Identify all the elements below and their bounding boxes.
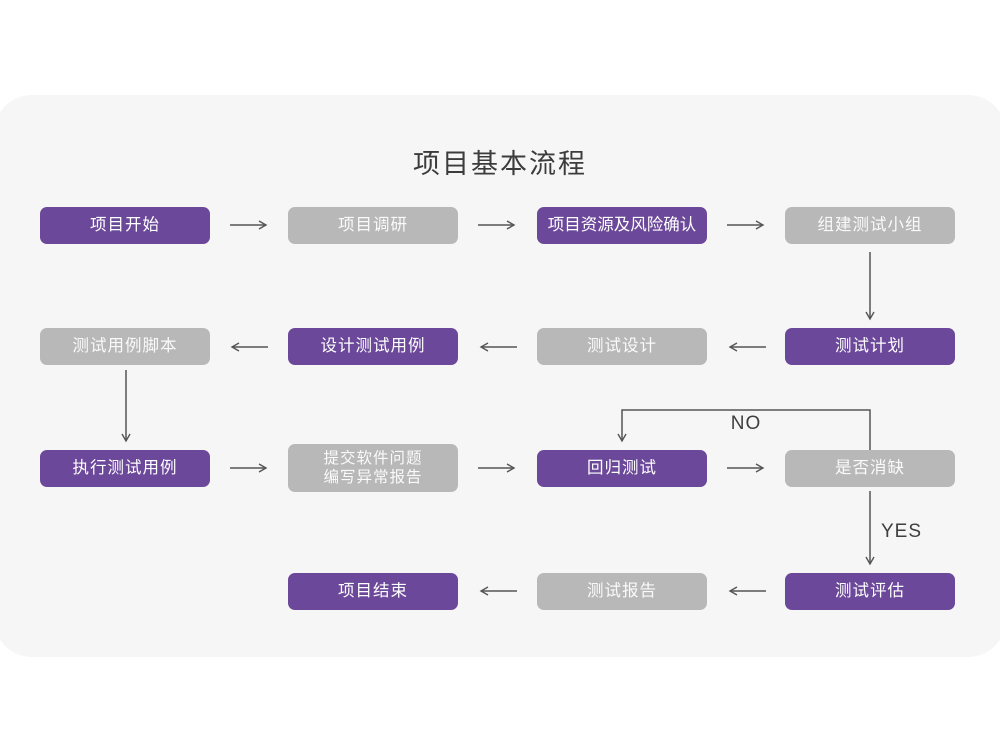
- page-title: 项目基本流程: [413, 149, 587, 179]
- flow-node-project-start: 项目开始: [40, 207, 210, 244]
- flow-node-design-test-cases: 设计测试用例: [288, 328, 458, 365]
- flow-node-project-research: 项目调研: [288, 207, 458, 244]
- flow-node-resource-risk-confirm: 项目资源及风险确认: [537, 207, 707, 244]
- flow-node-test-case-script: 测试用例脚本: [40, 328, 210, 365]
- flow-node-build-test-team: 组建测试小组: [785, 207, 955, 244]
- flow-node-execute-test-cases: 执行测试用例: [40, 450, 210, 487]
- branch-label-yes: YES: [881, 521, 923, 542]
- flow-node-test-plan: 测试计划: [785, 328, 955, 365]
- flow-node-test-report: 测试报告: [537, 573, 707, 610]
- flow-node-regression-test: 回归测试: [537, 450, 707, 487]
- flow-node-test-evaluation: 测试评估: [785, 573, 955, 610]
- flow-node-test-design: 测试设计: [537, 328, 707, 365]
- flowchart-card: [0, 95, 1000, 657]
- flow-node-submit-issues-report: 提交软件问题 编写异常报告: [288, 444, 458, 492]
- arrow-no-loop-to-regression: [617, 409, 871, 450]
- flow-node-project-end: 项目结束: [288, 573, 458, 610]
- flow-node-defect-resolved: 是否消缺: [785, 450, 955, 487]
- branch-label-no: NO: [730, 413, 762, 434]
